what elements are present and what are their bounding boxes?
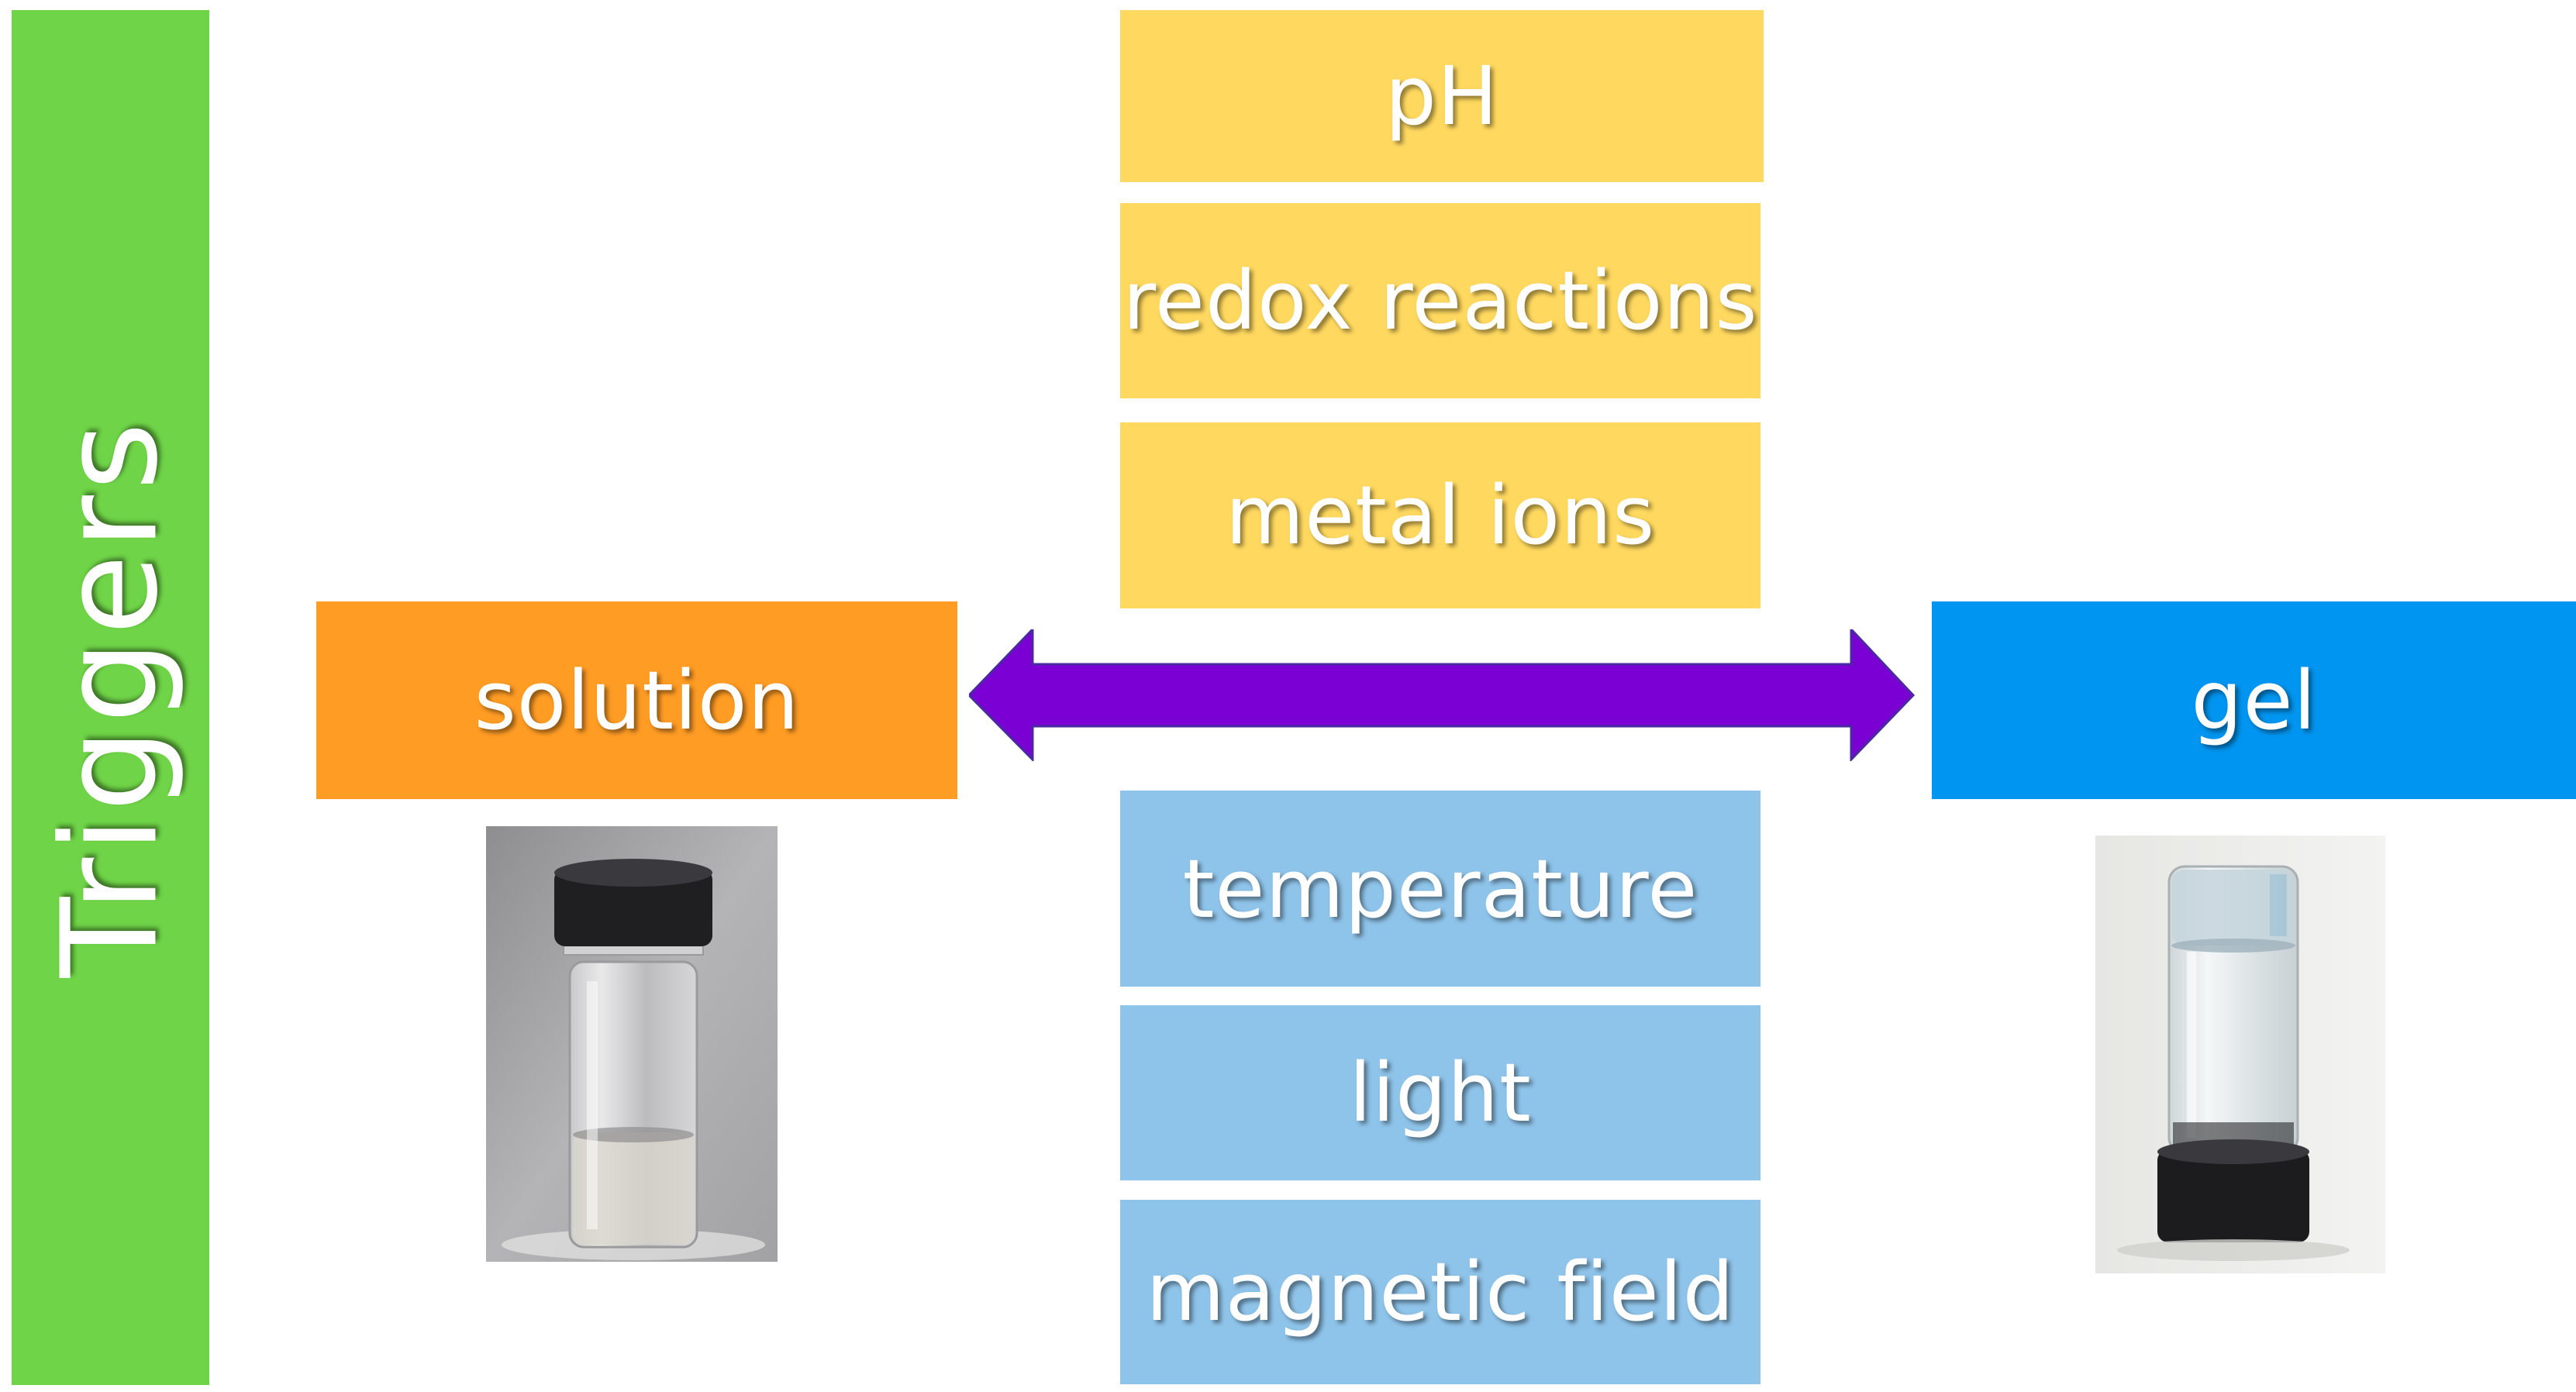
solution-label: solution	[474, 653, 800, 748]
trigger-ph: pH	[1120, 10, 1764, 182]
gel-box: gel	[1932, 601, 2576, 799]
triggers-bar: Triggers	[12, 10, 209, 1385]
trigger-metal-ions: metal ions	[1120, 422, 1760, 608]
trigger-light-label: light	[1349, 1046, 1532, 1140]
trigger-redox: redox reactions	[1120, 203, 1760, 398]
double-arrow-icon	[969, 629, 1915, 761]
trigger-magnetic-field-label: magnetic field	[1146, 1245, 1735, 1339]
triggers-label: Triggers	[33, 417, 188, 978]
gel-vial-image	[2095, 836, 2385, 1273]
trigger-temperature: temperature	[1120, 791, 1760, 987]
trigger-redox-label: redox reactions	[1122, 253, 1758, 348]
trigger-metal-ions-label: metal ions	[1225, 468, 1656, 563]
gel-label: gel	[2191, 653, 2317, 748]
solution-box: solution	[316, 601, 957, 799]
trigger-ph-label: pH	[1385, 49, 1499, 143]
trigger-temperature-label: temperature	[1182, 841, 1698, 936]
solution-vial-image	[486, 826, 778, 1262]
trigger-magnetic-field: magnetic field	[1120, 1200, 1760, 1384]
trigger-light: light	[1120, 1005, 1760, 1180]
